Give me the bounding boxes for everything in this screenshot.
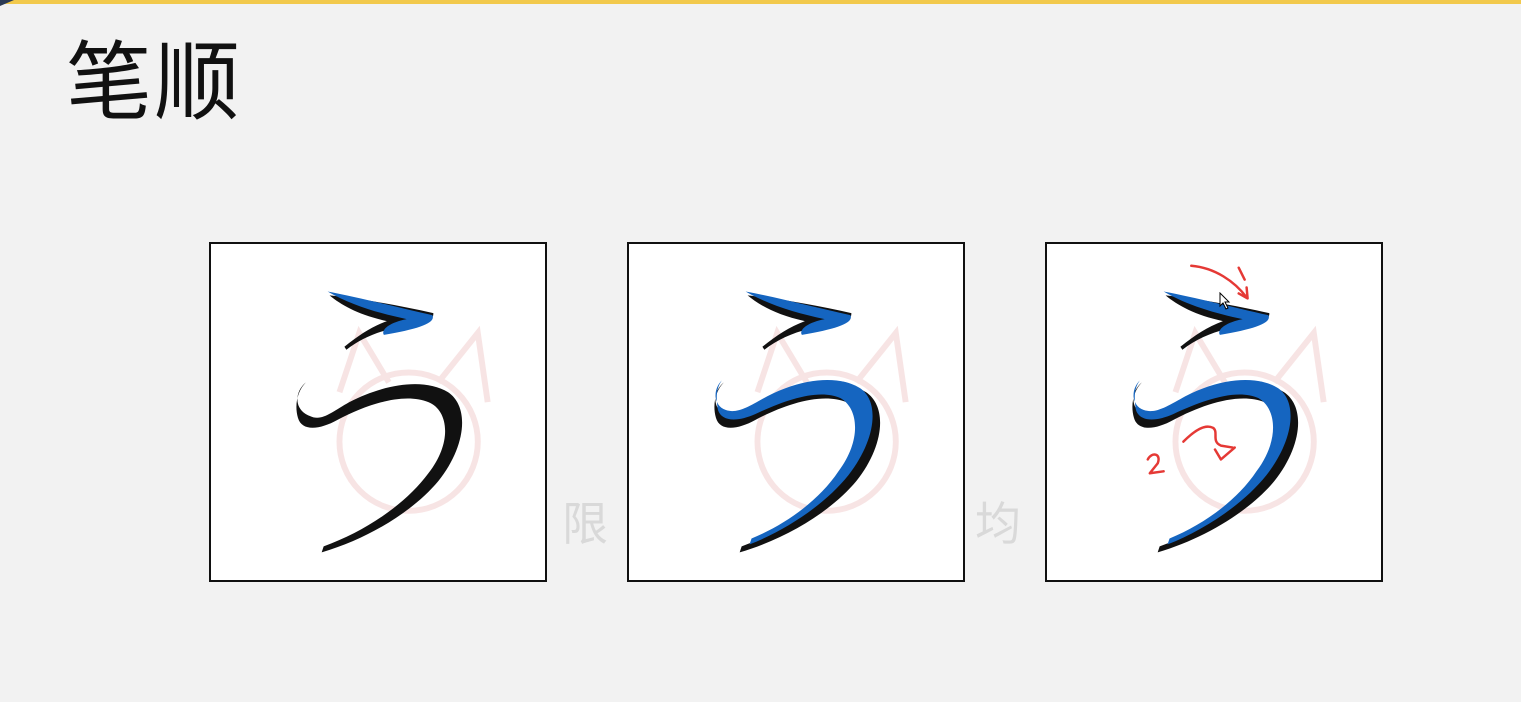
stroke-1-base xyxy=(1165,295,1270,350)
hiragana-u-glyph-step-2 xyxy=(714,291,909,553)
annotation-marks xyxy=(1146,264,1249,475)
stroke-order-panel-3 xyxy=(1045,242,1383,582)
hiragana-u-glyph-annotated xyxy=(1132,264,1327,553)
stroke-1-highlight xyxy=(1163,291,1269,335)
annotation-arrow-1-head xyxy=(1237,286,1249,300)
stroke-1-highlight xyxy=(745,291,851,335)
stroke-1-highlight xyxy=(327,291,433,335)
page-title: 笔顺 xyxy=(66,33,242,133)
stroke-2-base xyxy=(296,382,463,553)
stroke-1-base xyxy=(747,295,852,350)
annotation-number-2 xyxy=(1146,453,1165,475)
mascot-watermark xyxy=(1172,325,1327,514)
annotation-arrow-2 xyxy=(1182,425,1235,449)
stroke-order-panel-1 xyxy=(209,242,547,582)
move-cursor-icon xyxy=(1219,292,1231,310)
stroke-2-highlight xyxy=(715,379,873,545)
top-accent-bar xyxy=(0,0,1521,4)
hiragana-u-glyph-step-1 xyxy=(296,291,491,553)
annotation-number-1 xyxy=(1237,266,1246,281)
watermark-text-right: 均 xyxy=(975,497,1021,551)
annotation-arrow-1 xyxy=(1190,264,1248,299)
stroke-order-panel-2 xyxy=(627,242,965,582)
watermark-text-left: 限 xyxy=(562,497,608,551)
mascot-watermark xyxy=(754,325,909,514)
stroke-1-base xyxy=(329,295,434,350)
mascot-watermark xyxy=(336,325,491,514)
stroke-2-highlight xyxy=(1133,379,1291,545)
corner-logo-mark xyxy=(0,0,14,6)
annotation-arrow-2-head xyxy=(1213,446,1236,461)
